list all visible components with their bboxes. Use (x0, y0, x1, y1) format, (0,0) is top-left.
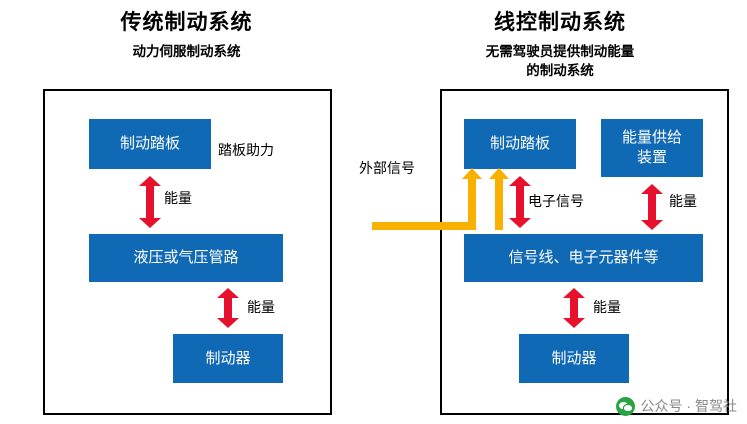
right-label-energy-lower: 能量 (593, 299, 621, 315)
brake-by-wire-panel: 线控制动系统 无需驾驶员提供制动能量 的制动系统 制动踏板 能量供给 装置 信号… (359, 0, 747, 424)
right-box-energy-supply-line1: 能量供给 (621, 129, 682, 146)
right-box-brake-pedal: 制动踏板 (464, 119, 576, 169)
right-arrow-supply-to-signal (641, 184, 663, 230)
left-label-pedal-assist: 踏板助力 (218, 142, 274, 158)
right-box-energy-supply: 能量供给 装置 (601, 119, 703, 177)
right-label-electronic-signal: 电子信号 (528, 193, 584, 209)
right-arrow-pedal-to-signal (509, 176, 531, 228)
left-arrow-pedal-to-line (139, 176, 161, 228)
left-box-brake-actuator: 制动器 (173, 334, 283, 383)
right-box-signal-electronics: 信号线、电子元器件等 (464, 234, 703, 282)
left-label-energy-upper: 能量 (164, 190, 192, 206)
right-label-energy-right: 能量 (669, 193, 697, 209)
right-subtitle-line2: 的制动系统 (526, 63, 594, 78)
right-arrow-external-signal-elbow (372, 168, 482, 230)
wechat-icon (615, 396, 635, 416)
footer-text: 公众号 · 智驾社 (640, 398, 737, 414)
right-panel-title: 线控制动系统 (494, 11, 626, 34)
left-panel-subtitle: 动力伺服制动系统 (132, 44, 241, 59)
footer-watermark: 公众号 · 智驾社 (615, 396, 737, 416)
left-label-energy-lower: 能量 (247, 299, 275, 315)
right-label-external-signal: 外部信号 (359, 160, 415, 176)
left-box-brake-pedal: 制动踏板 (89, 119, 211, 169)
right-subtitle-line1: 无需驾驶员提供制动能量 (485, 44, 635, 59)
right-box-brake-actuator: 制动器 (519, 334, 629, 383)
right-arrow-electronic-signal-up (489, 168, 509, 230)
right-box-energy-supply-line2: 装置 (636, 149, 667, 166)
traditional-brake-panel: 传统制动系统 动力伺服制动系统 制动踏板 液压或气压管路 制动器 踏板助力 能量… (0, 0, 373, 424)
right-arrow-signal-to-brake (563, 288, 585, 328)
left-arrow-line-to-brake (217, 288, 239, 328)
left-panel-title: 传统制动系统 (120, 11, 253, 34)
right-panel-subtitle: 无需驾驶员提供制动能量 的制动系统 (373, 42, 747, 80)
left-box-hydraulic-line: 液压或气压管路 (89, 234, 283, 282)
